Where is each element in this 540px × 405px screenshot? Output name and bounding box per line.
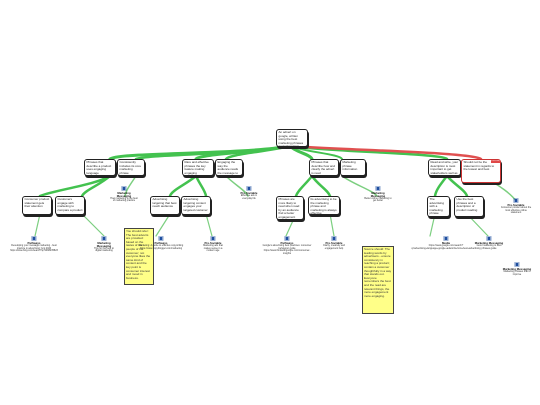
source-leaf[interactable]: ▣ Pre-Sociable Effective ads in everyday… (236, 186, 262, 200)
book-icon: ▣ (284, 236, 290, 242)
claim-box[interactable]: Rare and effective phrases the key featu… (182, 159, 214, 176)
note-card[interactable]: Source should: The leading words by adve… (362, 246, 394, 314)
claim-box[interactable]: Phrases that describe a product uses eng… (84, 159, 116, 176)
claim-box[interactable]: Engaging the way the audience reads the … (215, 159, 243, 176)
book-icon: ▣ (210, 236, 216, 242)
book-icon: ▣ (443, 236, 449, 242)
source-leaf[interactable]: ▣ Marketing Messaging Marketing phrases … (502, 262, 532, 276)
claim-box[interactable]: Read and write, your description is most… (428, 159, 461, 176)
book-icon: ▣ (246, 186, 252, 192)
source-leaf[interactable]: ▣ Pathways Developing your message marke… (8, 236, 60, 253)
book-icon: ▣ (486, 236, 492, 242)
source-leaf[interactable]: ▣ Pathways Google's advertising best pra… (260, 236, 314, 256)
book-icon: ▣ (375, 186, 381, 192)
source-leaf[interactable]: ▣ Marketing Messaging Better online mark… (364, 186, 392, 203)
claim-box[interactable]: The advertising with a marketing phrase (427, 196, 450, 217)
objection-box[interactable]: Should not be the statement in regards t… (461, 159, 501, 183)
claim-box[interactable]: Consumer product statement gets their at… (22, 196, 52, 215)
claim-box[interactable]: Its advertising to be the marketing phra… (308, 196, 340, 215)
source-leaf[interactable]: ▣ Marketing Messaging Good marketing to … (474, 236, 504, 250)
book-icon: ▣ (513, 198, 519, 204)
oppose-tag: OPPOSE (491, 160, 500, 163)
claim-box[interactable]: Use the best phrases and a description o… (454, 196, 484, 217)
claim-box[interactable]: Phrases that describe how and clearly th… (309, 159, 339, 176)
book-icon: ▣ (101, 236, 107, 242)
source-leaf[interactable]: ▣ Pre-Sociable Clarity, creativity and e… (320, 236, 348, 250)
claim-box[interactable]: Phrases are more likely to read when rea… (276, 196, 304, 220)
claim-box[interactable]: Marketing phrase information (340, 159, 366, 176)
source-leaf[interactable]: ▣ Pre-Sociable Consumer product about th… (500, 198, 532, 215)
root-claim-text: An advert on google, written using the b… (278, 130, 304, 147)
source-leaf[interactable]: ▣ Pathways Marketing: A guide to effecti… (136, 236, 186, 250)
claim-box[interactable]: Customers engage with marketing to compa… (55, 196, 85, 215)
book-icon: ▣ (121, 186, 127, 192)
book-icon: ▣ (158, 236, 164, 242)
claim-box[interactable]: Consistently includes its core marketing… (117, 159, 145, 176)
claim-box[interactable]: Advertising targeting that best reach au… (150, 196, 180, 215)
book-icon: ▣ (514, 262, 520, 268)
claim-box[interactable]: Advertising targeting content engages yo… (181, 196, 211, 215)
book-icon: ▣ (31, 236, 37, 242)
source-leaf[interactable]: ▣ Marketing Messaging Tips for the best … (92, 236, 116, 253)
root-claim[interactable]: An advert on google, written using the b… (276, 129, 308, 147)
book-icon: ▣ (331, 236, 337, 242)
source-leaf[interactable]: ▣ Pre-Sociable Marketing ads that makes … (200, 236, 226, 253)
note-card[interactable]: You should refer: The best adverts are p… (124, 228, 154, 285)
source-leaf[interactable]: ▣ Media https://www.google.com/search?q=… (398, 236, 494, 250)
source-leaf[interactable]: ▣ Marketing Messaging How marketing is t… (110, 186, 138, 203)
